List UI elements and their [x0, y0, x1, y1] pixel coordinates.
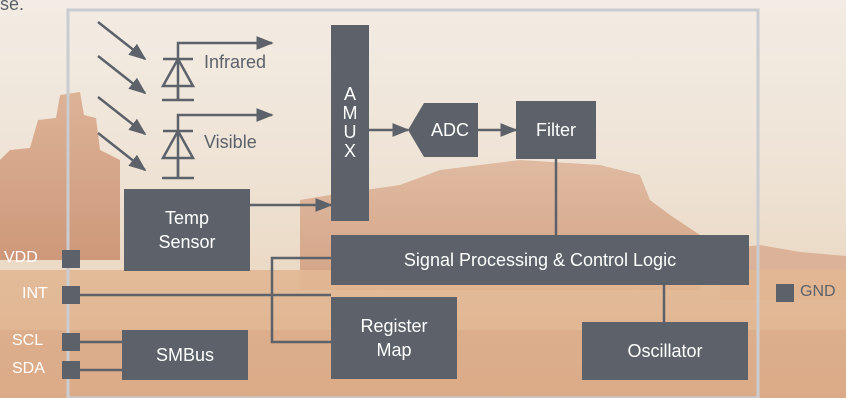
int-pin: [62, 286, 80, 304]
chip-outline: [66, 8, 760, 398]
signal-processing-block: Signal Processing & Control Logic: [331, 235, 749, 285]
vdd-pin: [62, 250, 80, 268]
int-label: INT: [22, 285, 48, 302]
sda-label: SDA: [12, 360, 45, 377]
oscillator-block: Oscillator: [582, 322, 748, 380]
adc-block: [408, 103, 478, 157]
infrared-photodiode: [160, 36, 274, 102]
temp-sensor-block: Temp Sensor: [124, 189, 250, 271]
light-rays: [97, 21, 147, 172]
visible-photodiode: [160, 108, 274, 180]
scl-pin: [62, 333, 80, 351]
register-map-block: Register Map: [331, 297, 457, 379]
visible-label: Visible: [204, 132, 257, 152]
sda-pin: [62, 361, 80, 379]
gnd-label: GND: [800, 283, 836, 300]
scl-label: SCL: [12, 332, 44, 349]
vdd-label: VDD: [4, 249, 38, 266]
gnd-pin: [776, 284, 794, 302]
filter-block: Filter: [516, 101, 596, 159]
infrared-label: Infrared: [204, 52, 267, 72]
amux-block: A M U X: [331, 25, 369, 221]
signal-wires: [80, 123, 666, 372]
adc-label: ADC: [430, 120, 469, 140]
smbus-block: SMBus: [122, 330, 248, 380]
caption-fragment: se.: [0, 0, 25, 14]
